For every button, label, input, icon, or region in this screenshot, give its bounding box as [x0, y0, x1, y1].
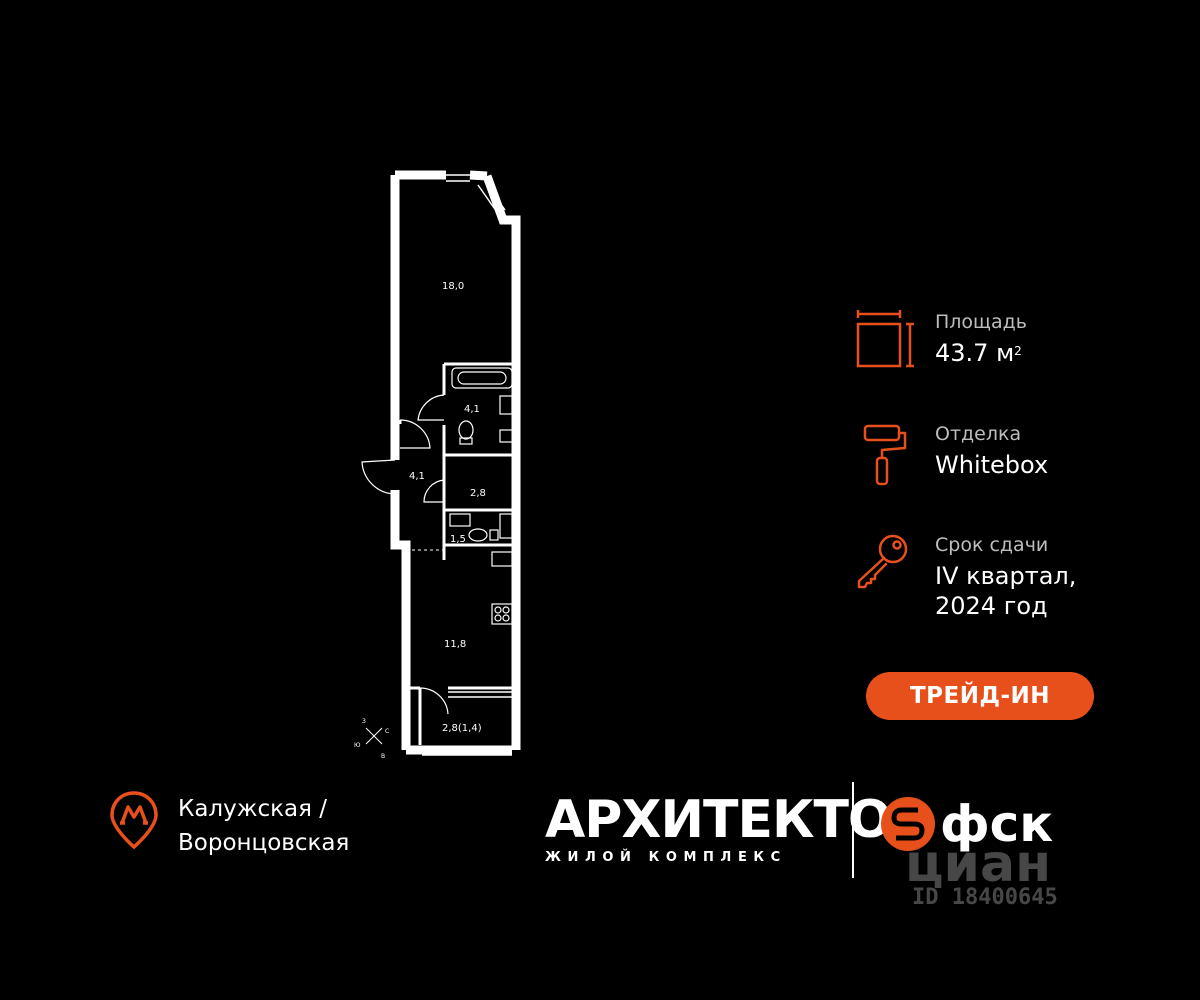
room-area-label: 2,8(1,4) — [442, 723, 482, 734]
compass-label: С — [385, 728, 389, 735]
room-area-label: 2,8 — [470, 488, 486, 499]
area-icon — [856, 310, 914, 368]
developer-name: фск — [940, 795, 1054, 853]
brand-subtitle: ЖИЛОЙ КОМПЛЕКС — [545, 850, 787, 865]
finish-value: Whitebox — [935, 451, 1049, 479]
compass-label: Ю — [354, 742, 361, 749]
room-area-label: 4,1 — [409, 471, 425, 482]
room-area-label: 11,8 — [444, 639, 466, 650]
area-info: Площадь 43.7 м2 — [855, 310, 1027, 374]
metro-pin-icon — [110, 791, 158, 850]
key-icon — [857, 534, 908, 589]
compass-label: З — [362, 718, 366, 725]
area-value: 43.7 м2 — [935, 339, 1022, 367]
fsk-logo-icon — [881, 797, 935, 851]
plan-interior-walls — [398, 362, 516, 745]
area-label: Площадь — [935, 311, 1027, 333]
deadline-value: IV квартал, 2024 год — [935, 562, 1077, 620]
plan-balcony-window — [422, 691, 512, 756]
plan-doors — [361, 394, 449, 715]
plan-bay-window — [446, 174, 506, 216]
paint-roller-icon — [863, 424, 907, 486]
finish-label: Отделка — [935, 423, 1022, 445]
plan-fixtures — [449, 367, 517, 625]
brand-name: АРХИТЕКТОР — [545, 790, 929, 850]
metro-stations: Калужская / Воронцовская — [178, 796, 350, 856]
deadline-info: Срок сдачи IV квартал, 2024 год — [855, 533, 1076, 620]
room-area-label: 18,0 — [442, 281, 464, 292]
cian-watermark: циан — [905, 834, 1051, 894]
listing-id: ID 18400645 — [912, 885, 1058, 910]
deadline-label: Срок сдачи — [935, 534, 1049, 556]
room-area-label: 4,1 — [464, 404, 480, 415]
trade-in-button[interactable]: ТРЕЙД-ИН — [866, 672, 1094, 720]
logo-divider — [852, 782, 854, 878]
room-area-label: 1,5 — [450, 534, 466, 545]
brand-logo: АРХИТЕКТОР ЖИЛОЙ КОМПЛЕКС — [545, 790, 929, 865]
finish-info: Отделка Whitebox — [855, 422, 1048, 486]
compass-icon — [365, 727, 383, 745]
compass-label: В — [381, 753, 385, 760]
plan-walls — [390, 170, 521, 755]
